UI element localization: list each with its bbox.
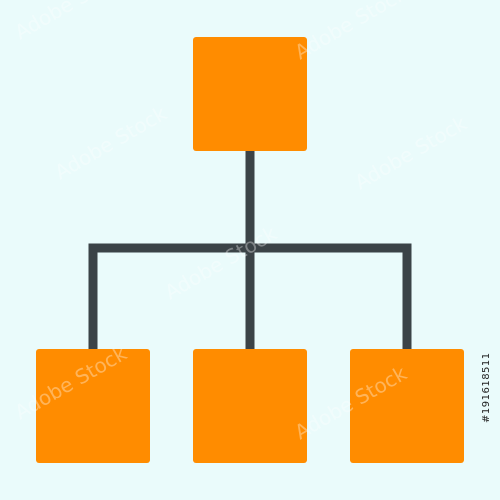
watermark-text: Adobe Stock	[51, 101, 172, 184]
node-root	[193, 37, 307, 151]
watermark-text: Adobe Stock	[11, 0, 132, 44]
watermark-id: #191618511	[481, 352, 492, 424]
node-child-center	[193, 349, 307, 463]
watermark-text: Adobe Stock	[351, 111, 472, 194]
connectors	[88, 145, 412, 357]
watermark-text: Adobe Stock	[291, 0, 412, 64]
watermark-text: Adobe Stock	[161, 221, 282, 304]
nodes	[36, 37, 464, 463]
node-child-right	[350, 349, 464, 463]
node-child-left	[36, 349, 150, 463]
